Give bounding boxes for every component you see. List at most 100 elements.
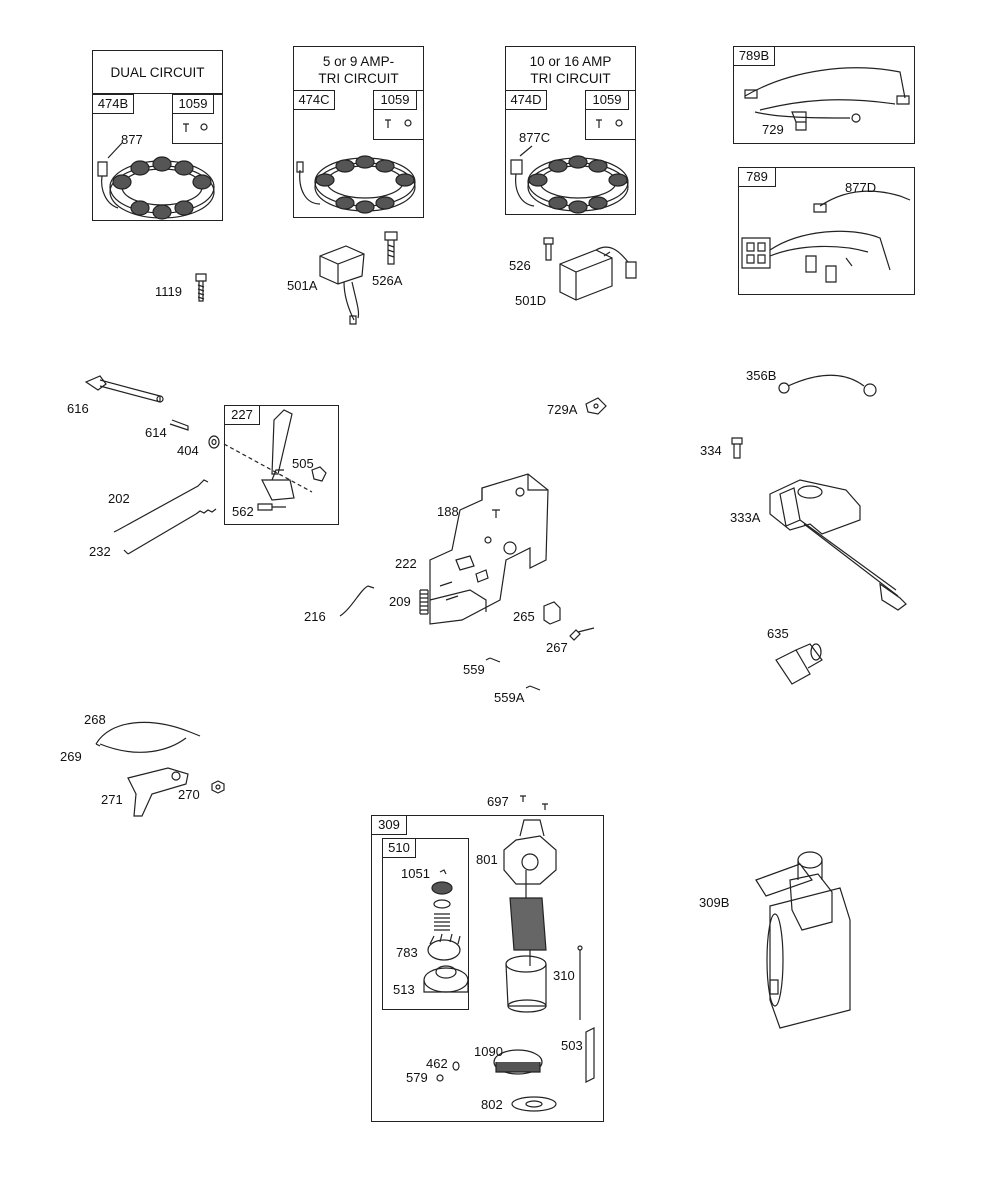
part-tag-474b: 474B xyxy=(92,94,134,114)
throttle-cable-268-icon xyxy=(96,722,200,752)
nut-270-icon xyxy=(212,781,224,793)
bolt-1119-icon xyxy=(196,274,206,301)
label-877c: 877C xyxy=(519,130,551,145)
label-1090: 1090 xyxy=(474,1044,503,1059)
label-697: 697 xyxy=(487,794,509,809)
kit-box-789 xyxy=(738,167,915,295)
pinion-cover-1051-icon xyxy=(440,870,446,874)
label-267: 267 xyxy=(546,640,568,655)
part-tag-510: 510 xyxy=(382,838,416,858)
screw-1059-icon xyxy=(596,120,622,128)
label-877d: 877D xyxy=(845,180,877,195)
screw-334-icon xyxy=(732,438,742,458)
kit-title-10-16-amp-line2: TRI CIRCUIT xyxy=(530,71,611,86)
label-334: 334 xyxy=(700,443,722,458)
screw-1059-icon xyxy=(385,120,411,128)
label-802: 802 xyxy=(481,1097,503,1112)
label-579: 579 xyxy=(406,1070,428,1085)
label-614: 614 xyxy=(145,425,167,440)
label-513: 513 xyxy=(393,982,415,997)
label-310: 310 xyxy=(553,968,575,983)
part-tag-474c: 474C xyxy=(293,90,335,110)
housing-310-icon xyxy=(506,956,546,1012)
label-333a: 333A xyxy=(730,510,761,525)
armature-icon xyxy=(510,870,546,966)
label-501a: 501A xyxy=(287,278,318,293)
clip-729a-icon xyxy=(586,398,606,414)
clip-265-icon xyxy=(544,602,560,624)
kit-box-227 xyxy=(224,405,339,525)
label-503: 503 xyxy=(561,1038,583,1053)
shaft-616-icon xyxy=(86,376,163,402)
label-271: 271 xyxy=(101,792,123,807)
part-tag-1059: 1059 xyxy=(172,94,214,114)
part-tag-474d: 474D xyxy=(505,90,547,110)
screw-1059-icon xyxy=(183,124,207,132)
label-216: 216 xyxy=(304,609,326,624)
label-616: 616 xyxy=(67,401,89,416)
brush-assembly-1090-icon xyxy=(494,1050,542,1074)
control-bracket-222-icon xyxy=(430,474,548,624)
label-1051: 1051 xyxy=(401,866,430,881)
part-tag-1059: 1059 xyxy=(373,90,417,110)
label-801: 801 xyxy=(476,852,498,867)
label-270: 270 xyxy=(178,787,200,802)
screw-559a-icon xyxy=(526,686,540,690)
label-269: 269 xyxy=(60,749,82,764)
kit-title-frame xyxy=(92,50,223,94)
label-729a: 729A xyxy=(547,402,578,417)
screw-188-icon xyxy=(492,510,500,518)
label-505: 505 xyxy=(292,456,314,471)
bracket-271-icon xyxy=(128,768,188,816)
tab-503-icon xyxy=(586,1028,594,1082)
label-202: 202 xyxy=(108,491,130,506)
label-268: 268 xyxy=(84,712,106,727)
collar-icon xyxy=(432,882,452,894)
end-plate-802-icon xyxy=(512,1097,556,1111)
stator-474c-icon xyxy=(297,156,415,213)
spring-icon xyxy=(434,914,450,930)
starter-motor-309b-icon xyxy=(756,852,850,1028)
kit-title-5-9-amp-line1: 5 or 9 AMP- xyxy=(322,54,395,69)
part-tag-227: 227 xyxy=(224,405,260,425)
kit-title-5-9-amp-line2: TRI CIRCUIT xyxy=(318,71,399,86)
kit-box-510 xyxy=(382,838,469,1010)
bolt-526-icon xyxy=(544,238,553,260)
label-309b: 309B xyxy=(699,895,730,910)
label-404: 404 xyxy=(177,443,199,458)
label-783: 783 xyxy=(396,945,418,960)
regulator-501a-icon xyxy=(320,246,364,324)
label-562: 562 xyxy=(232,504,254,519)
label-877: 877 xyxy=(121,132,143,147)
regulator-501d-icon xyxy=(560,247,636,300)
label-729: 729 xyxy=(762,122,784,137)
label-265: 265 xyxy=(513,609,535,624)
kit-box-309 xyxy=(371,815,604,1122)
label-188: 188 xyxy=(437,504,459,519)
harness-789-icon xyxy=(742,191,910,282)
nut-579-icon xyxy=(437,1075,443,1081)
label-209: 209 xyxy=(389,594,411,609)
kit-title-10-16-amp-line1: 10 or 16 AMP xyxy=(529,54,612,69)
part-tag-789: 789 xyxy=(738,167,776,187)
label-462: 462 xyxy=(426,1056,448,1071)
label-356b: 356B xyxy=(746,368,777,383)
label-559a: 559A xyxy=(494,690,525,705)
end-cap-801-icon xyxy=(504,820,556,884)
spring-209-icon xyxy=(420,590,428,614)
through-bolt-icon xyxy=(578,946,582,1020)
pin-614-icon xyxy=(170,420,188,430)
governor-lever-505-icon xyxy=(258,410,326,510)
label-526: 526 xyxy=(509,258,531,273)
label-222: 222 xyxy=(395,556,417,571)
kit-title-dual-circuit: DUAL CIRCUIT xyxy=(110,65,205,80)
washer-462-icon xyxy=(453,1062,459,1070)
part-tag-309: 309 xyxy=(371,815,407,835)
screw-267-icon xyxy=(570,628,594,640)
label-232: 232 xyxy=(89,544,111,559)
spring-link-232-icon xyxy=(124,509,216,554)
label-526a: 526A xyxy=(372,273,403,288)
label-635: 635 xyxy=(767,626,789,641)
part-tag-1059: 1059 xyxy=(585,90,629,110)
